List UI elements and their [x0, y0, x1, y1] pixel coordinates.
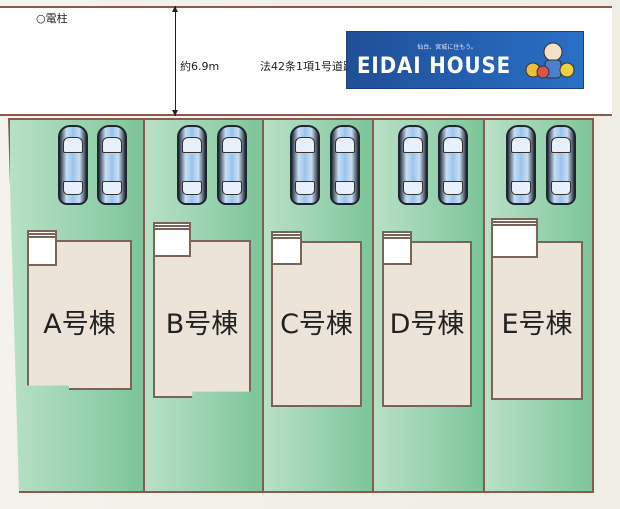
mascot-icon: [525, 42, 575, 79]
car-icon: [398, 125, 428, 205]
car-icon: [546, 125, 576, 205]
building-label-c: C号棟: [280, 309, 353, 340]
utility-pole-label: ○電柱: [36, 12, 68, 25]
car-icon: [330, 125, 360, 205]
building-label-b: B号棟: [165, 309, 239, 340]
building-label-d: D号棟: [389, 309, 465, 340]
logo-name: EIDAI HOUSE: [357, 54, 512, 79]
car-icon: [58, 125, 88, 205]
car-icon: [438, 125, 468, 205]
road-type-label: 法42条1項1号道路: [260, 60, 350, 73]
road-width-label: 約6.9m: [180, 60, 220, 73]
building-c: [271, 241, 362, 407]
dimension-arrow: [172, 6, 178, 116]
car-icon: [97, 125, 127, 205]
building-b: [153, 240, 251, 398]
car-icon: [177, 125, 207, 205]
stairs-c: [271, 231, 302, 265]
car-icon: [217, 125, 247, 205]
building-e: [491, 241, 583, 400]
eidai-house-logo: 仙台、宮城に住もう。 EIDAI HOUSE: [346, 31, 584, 89]
car-icon: [506, 125, 536, 205]
stairs-a: [27, 230, 57, 266]
building-label-e: E号棟: [501, 309, 573, 340]
building-label-a: A号棟: [43, 309, 116, 340]
stairs-e: [491, 218, 538, 258]
building-d: [382, 241, 472, 407]
car-icon: [290, 125, 320, 205]
logo-tagline: 仙台、宮城に住もう。: [417, 44, 477, 51]
stairs-b: [153, 222, 191, 257]
stairs-d: [382, 231, 412, 265]
